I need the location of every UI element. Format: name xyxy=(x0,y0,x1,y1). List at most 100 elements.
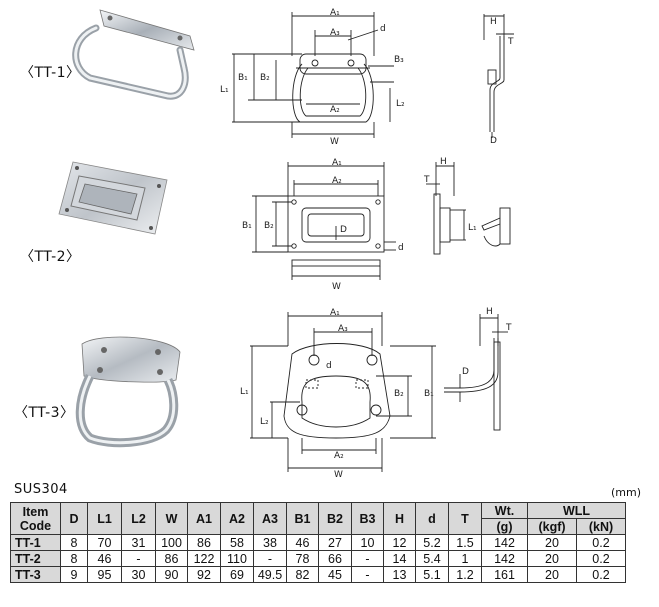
tt1-H: H xyxy=(490,17,497,27)
table-cell: 9 xyxy=(60,566,88,583)
table-cell: 100 xyxy=(155,534,188,551)
header-wt: Wt. xyxy=(481,502,528,519)
tt3-D: D xyxy=(462,367,469,377)
header-H: H xyxy=(383,502,416,535)
header-L2: L2 xyxy=(121,502,156,535)
header-W: W xyxy=(155,502,188,535)
table-subheader-row: (g) (kgf) (kN) xyxy=(11,518,626,535)
tt2-label: 〈TT-2〉 xyxy=(20,249,81,265)
tt2-A2: A₂ xyxy=(332,176,342,186)
tt2-A1: A₁ xyxy=(332,158,342,168)
table-cell: 10 xyxy=(351,534,384,551)
table-cell: 14 xyxy=(383,550,416,567)
table-cell: 20 xyxy=(527,566,577,583)
header-D: D xyxy=(60,502,88,535)
tt1-B3: B₃ xyxy=(394,55,404,65)
table-cell: - xyxy=(351,550,384,567)
tt3-H: H xyxy=(486,307,493,317)
table-cell: 0.2 xyxy=(576,566,626,583)
header-A2: A2 xyxy=(220,502,254,535)
table-header-row: Item Code D L1 L2 W A1 A2 A3 B1 B2 B3 H … xyxy=(10,502,626,535)
table-cell: 86 xyxy=(187,534,221,551)
table-cell: 90 xyxy=(155,566,188,583)
table-cell: 70 xyxy=(87,534,122,551)
header-A1: A1 xyxy=(187,502,221,535)
table-cell: 92 xyxy=(187,566,221,583)
table-cell: 95 xyxy=(87,566,122,583)
table-cell: - xyxy=(351,566,384,583)
table-cell: 110 xyxy=(220,550,254,567)
tt2-H: H xyxy=(440,157,447,167)
material-label: SUS304 xyxy=(14,482,68,497)
tt1-A1: A₁ xyxy=(330,8,340,18)
table-cell: 20 xyxy=(527,550,577,567)
tt1-B1: B₁ xyxy=(238,73,248,83)
tt3-L1: L₁ xyxy=(240,387,249,397)
tt1-D: D xyxy=(490,136,497,146)
table-cell: 161 xyxy=(481,566,528,583)
table-cell: - xyxy=(253,550,287,567)
tt1-A2: A₂ xyxy=(330,105,340,115)
tt2-photo xyxy=(58,161,168,235)
tt2-D: D xyxy=(340,225,347,235)
tt1-L2: L₂ xyxy=(396,99,405,109)
header-B1: B1 xyxy=(286,502,319,535)
tt3-B1: B₁ xyxy=(424,389,434,399)
tt1-T: T xyxy=(507,37,514,47)
item-code-cell: TT-1 xyxy=(10,534,61,551)
table-cell: 45 xyxy=(318,566,352,583)
tt3-A2: A₂ xyxy=(334,451,344,461)
table-cell: 142 xyxy=(481,550,528,567)
spec-table: Item Code D L1 L2 W A1 A2 A3 B1 B2 B3 H … xyxy=(10,502,626,583)
table-cell: 8 xyxy=(60,550,88,567)
tt3-d: d xyxy=(326,361,332,371)
table-cell: 69 xyxy=(220,566,254,583)
header-item-code: Item Code xyxy=(10,502,61,535)
table-cell: 8 xyxy=(60,534,88,551)
table-cell: 82 xyxy=(286,566,319,583)
tt1-label: 〈TT-1〉 xyxy=(20,65,81,81)
table-cell: 5.4 xyxy=(415,550,449,567)
tt3-side-drawing: H T D xyxy=(444,307,512,431)
tt2-W: W xyxy=(332,282,341,292)
table-cell: 12 xyxy=(383,534,416,551)
table-cell: 0.2 xyxy=(576,550,626,567)
tt2-T: T xyxy=(423,175,430,185)
table-cell: 86 xyxy=(155,550,188,567)
table-cell: 58 xyxy=(220,534,254,551)
table-cell: 78 xyxy=(286,550,319,567)
unit-label: (mm) xyxy=(610,486,641,499)
tt3-A1: A₁ xyxy=(330,308,340,318)
tt3-B2: B₂ xyxy=(394,389,404,399)
table-cell: 5.1 xyxy=(415,566,449,583)
tt1-A3: A₃ xyxy=(330,28,340,38)
header-A3: A3 xyxy=(253,502,287,535)
table-cell: 5.2 xyxy=(415,534,449,551)
table-cell: 27 xyxy=(318,534,352,551)
tt3-front-drawing: A₁ A₃ d B₁ B₂ L₁ L₂ A₂ W xyxy=(240,308,436,480)
table-cell: 20 xyxy=(527,534,577,551)
tt2-B2: B₂ xyxy=(264,221,274,231)
header-wt-unit: (g) xyxy=(481,518,528,535)
table-cell: 49.5 xyxy=(253,566,287,583)
header-T: T xyxy=(448,502,482,535)
tt1-B2: B₂ xyxy=(260,73,270,83)
table-cell: 142 xyxy=(481,534,528,551)
tt3-L2: L₂ xyxy=(260,417,269,427)
header-wll-kn: (kN) xyxy=(576,518,626,535)
tt1-side-drawing: H T D xyxy=(483,14,514,146)
item-code-cell: TT-2 xyxy=(10,550,61,567)
tt1-d: d xyxy=(380,24,386,34)
tt1-W: W xyxy=(330,137,339,147)
tt1-L1: L₁ xyxy=(220,85,229,95)
header-B2: B2 xyxy=(318,502,352,535)
item-code-cell: TT-3 xyxy=(10,566,61,583)
table-cell: 13 xyxy=(383,566,416,583)
tt1-photo xyxy=(72,9,195,100)
table-cell: - xyxy=(121,550,156,567)
table-cell: 0.2 xyxy=(576,534,626,551)
tt3-photo xyxy=(75,336,181,448)
